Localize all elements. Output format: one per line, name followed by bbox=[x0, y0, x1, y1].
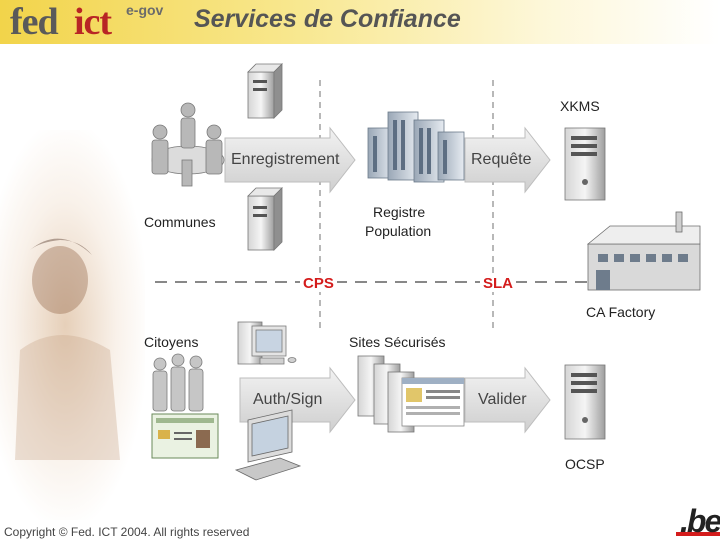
label-registre-line2: Population bbox=[365, 223, 432, 239]
ca-factory-building-icon bbox=[586, 211, 701, 291]
valider-arrow bbox=[464, 366, 551, 434]
logo-ict-text: ict bbox=[74, 1, 112, 43]
page-title: Services de Confiance bbox=[194, 5, 461, 33]
citizens-group-icon bbox=[152, 353, 204, 412]
enregistrement-arrow bbox=[224, 126, 356, 194]
server-top-icon bbox=[247, 63, 283, 119]
label-communes: Communes bbox=[144, 214, 216, 230]
logo-fed-text: fed bbox=[10, 1, 59, 43]
label-citoyens: Citoyens bbox=[144, 334, 199, 350]
requete-arrow bbox=[464, 126, 551, 194]
server-communes-icon bbox=[247, 187, 283, 251]
label-requete: Requête bbox=[471, 151, 532, 168]
logo-egov-text: e-gov bbox=[126, 2, 164, 18]
label-ocsp: OCSP bbox=[565, 456, 605, 472]
eid-card-icon bbox=[151, 413, 219, 459]
label-valider: Valider bbox=[478, 391, 527, 408]
label-enregistrement: Enregistrement bbox=[231, 151, 340, 168]
background-photo bbox=[0, 130, 145, 520]
label-sla: SLA bbox=[480, 275, 516, 292]
copyright-text: Copyright © Fed. ICT 2004. All rights re… bbox=[4, 525, 250, 539]
label-auth-sign: Auth/Sign bbox=[253, 391, 323, 408]
be-logo-text: .be bbox=[680, 503, 720, 539]
secure-sites-icon bbox=[357, 355, 465, 433]
label-cps: CPS bbox=[300, 275, 337, 292]
laptop-icon bbox=[234, 409, 302, 481]
registry-buildings-icon bbox=[367, 111, 465, 183]
desktop-computer-icon bbox=[237, 321, 297, 365]
xkms-server-icon bbox=[564, 127, 606, 201]
ocsp-server-icon bbox=[564, 364, 606, 440]
label-registre-line1: Registre bbox=[373, 204, 426, 220]
label-xkms: XKMS bbox=[560, 98, 600, 114]
header-bar bbox=[0, 0, 720, 44]
meeting-people-icon bbox=[151, 102, 225, 187]
fedict-logo: fed ict e-gov bbox=[4, 1, 164, 43]
be-logo-accent bbox=[676, 532, 720, 536]
label-sites-securises: Sites Sécurisés bbox=[349, 334, 446, 350]
label-ca-factory: CA Factory bbox=[586, 304, 656, 320]
